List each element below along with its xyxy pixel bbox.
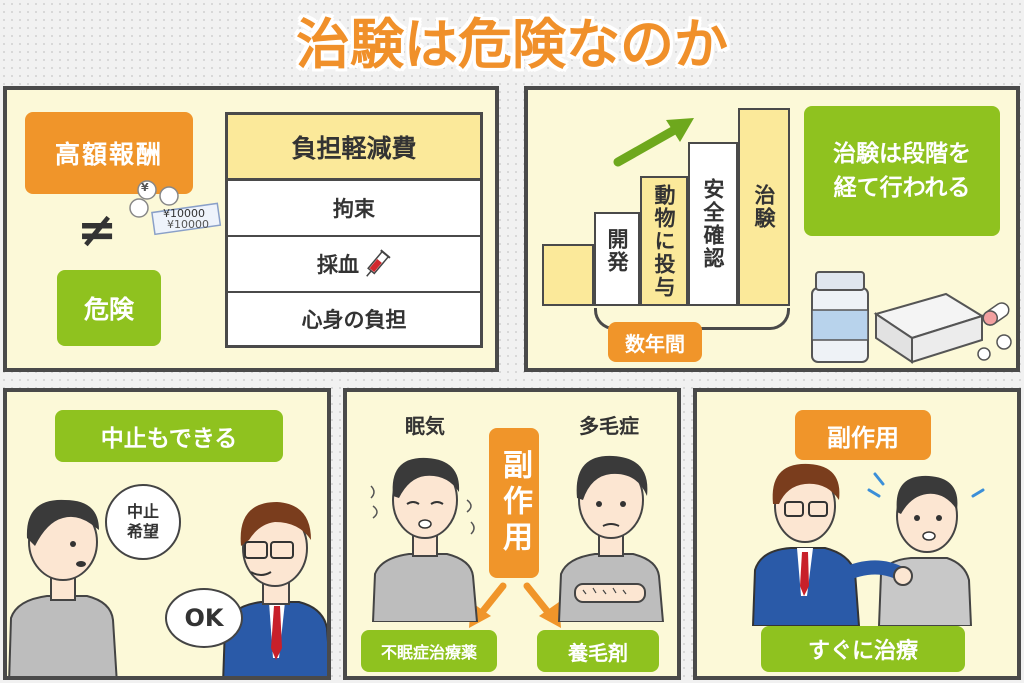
stair-block <box>542 244 594 306</box>
sleepy-label: 眠気 <box>405 414 445 438</box>
stop-label: 中止もできる <box>55 410 283 462</box>
sleepy-man-figure <box>367 442 487 622</box>
hair-label: 多毛症 <box>579 414 639 438</box>
duration-label: 数年間 <box>608 322 702 362</box>
cost-table: 負担軽減費 拘束 採血 心身の負担 <box>225 112 483 348</box>
patient-figure <box>7 488 127 676</box>
doctor-treating-figure <box>751 456 1001 626</box>
panel-side-effects: 眠気 多毛症 副作用 <box>343 388 681 680</box>
bill-text-2: ¥10000 <box>167 218 209 231</box>
step-label: 安全確認 <box>701 178 725 270</box>
arrow-down-right-icon <box>517 580 567 632</box>
up-arrow-icon <box>612 110 702 170</box>
syringe-icon <box>363 247 391 281</box>
treatment-label: すぐに治療 <box>761 626 965 672</box>
side-effect-label: 副作用 <box>795 410 931 460</box>
step-label: 開発 <box>605 228 629 274</box>
drug-right-label: 養毛剤 <box>537 630 659 672</box>
side-effect-text: 副作用 <box>497 449 532 557</box>
table-row: 心身の負担 <box>301 308 407 332</box>
table-row: 採血 <box>228 237 480 293</box>
speech-ok-text: OK <box>184 604 224 632</box>
stair-block: 安全確認 <box>688 142 738 306</box>
side-effect-label: 副作用 <box>489 428 539 578</box>
panel-stages: 開発 動物に投与 安全確認 治験 数年間 治験は段階を 経て行われる <box>524 86 1020 372</box>
danger-label: 危険 <box>57 270 161 346</box>
step-label: 治験 <box>752 184 776 230</box>
table-row: 拘束 <box>228 181 480 237</box>
hairy-man-figure <box>553 442 673 622</box>
table-header: 負担軽減費 <box>228 115 480 181</box>
step-label: 動物に投与 <box>652 184 676 299</box>
stage-message: 治験は段階を 経て行われる <box>804 106 1000 236</box>
panel-reward: 高額報酬 ¥ ¥10000 ¥10000 ≠ 危険 負担軽減費 拘束 採血 心身… <box>3 86 499 372</box>
stage-message-line: 治験は段階を <box>833 140 971 167</box>
money-icon: ¥ ¥10000 ¥10000 <box>125 178 225 238</box>
medicine-icon <box>806 258 1016 368</box>
bill-text-1: ¥10000 <box>163 207 205 220</box>
stair-block: 開発 <box>594 212 640 306</box>
speech-bubble-ok: OK <box>165 588 243 648</box>
doctor-figure <box>215 488 327 676</box>
stage-message-line: 経て行われる <box>833 175 971 201</box>
page-title: 治験は危険なのか <box>296 12 728 76</box>
panel-treatment: 副作用 すぐに治療 <box>693 388 1021 680</box>
speech-stop-text: 中止 希望 <box>126 502 159 541</box>
coin-mark: ¥ <box>141 181 149 194</box>
not-equal-symbol: ≠ <box>77 202 118 258</box>
table-row-label: 採血 <box>317 253 359 277</box>
reward-label: 高額報酬 <box>25 112 193 194</box>
stair-block: 治験 <box>738 108 790 306</box>
panel-stop: 中止もできる 中止 希望 OK <box>3 388 331 680</box>
stair-block: 動物に投与 <box>640 176 688 306</box>
drug-left-label: 不眠症治療薬 <box>361 630 497 672</box>
speech-bubble-stop: 中止 希望 <box>105 484 181 560</box>
